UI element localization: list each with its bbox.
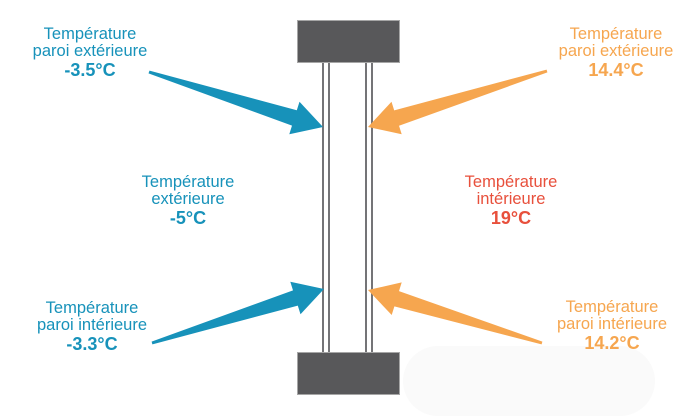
label-line: Température	[464, 173, 558, 191]
temperature-value: -3.5°C	[64, 60, 116, 80]
label-interior-wall-temperature-outside: Température paroi intérieure -3.3°C	[12, 300, 172, 354]
label-line: Température	[45, 299, 139, 317]
arrow-warm-interior-surface	[368, 282, 543, 345]
label-exterior-air-temperature: Température extérieure -5°C	[108, 174, 268, 228]
label-interior-wall-temperature-inside: Température paroi intérieure 14.2°C	[532, 299, 692, 353]
watermark	[403, 346, 655, 416]
glass-pane-interior	[365, 62, 373, 353]
arrow-warm-exterior-surface	[368, 69, 548, 135]
label-line: Température	[569, 25, 663, 43]
label-line: Température	[43, 25, 137, 43]
label-exterior-wall-temperature: Température paroi extérieure -3.5°C	[10, 26, 170, 80]
label-line: paroi intérieure	[36, 316, 148, 334]
label-line: extérieure	[151, 190, 225, 208]
temperature-value: -3.3°C	[66, 334, 118, 354]
label-line: Température	[141, 173, 235, 191]
arrow-cold-interior-surface	[151, 281, 324, 345]
label-line: paroi intérieure	[556, 315, 668, 333]
window-top-frame	[297, 20, 400, 63]
label-line: intérieure	[476, 190, 546, 208]
temperature-value: -5°C	[169, 208, 207, 228]
label-interior-air-temperature: Température intérieure 19°C	[431, 174, 591, 228]
label-exterior-wall-temperature-inside: Température paroi extérieure 14.4°C	[536, 26, 696, 80]
temperature-value: 14.2°C	[584, 333, 640, 353]
label-line: paroi extérieure	[558, 42, 674, 60]
temperature-value: 19°C	[490, 208, 532, 228]
label-line: paroi extérieure	[32, 42, 148, 60]
glass-pane-exterior	[322, 62, 330, 353]
window-bottom-frame	[297, 352, 400, 395]
temperature-value: 14.4°C	[588, 60, 644, 80]
label-line: Température	[565, 298, 659, 316]
arrow-cold-exterior-surface	[148, 70, 323, 135]
